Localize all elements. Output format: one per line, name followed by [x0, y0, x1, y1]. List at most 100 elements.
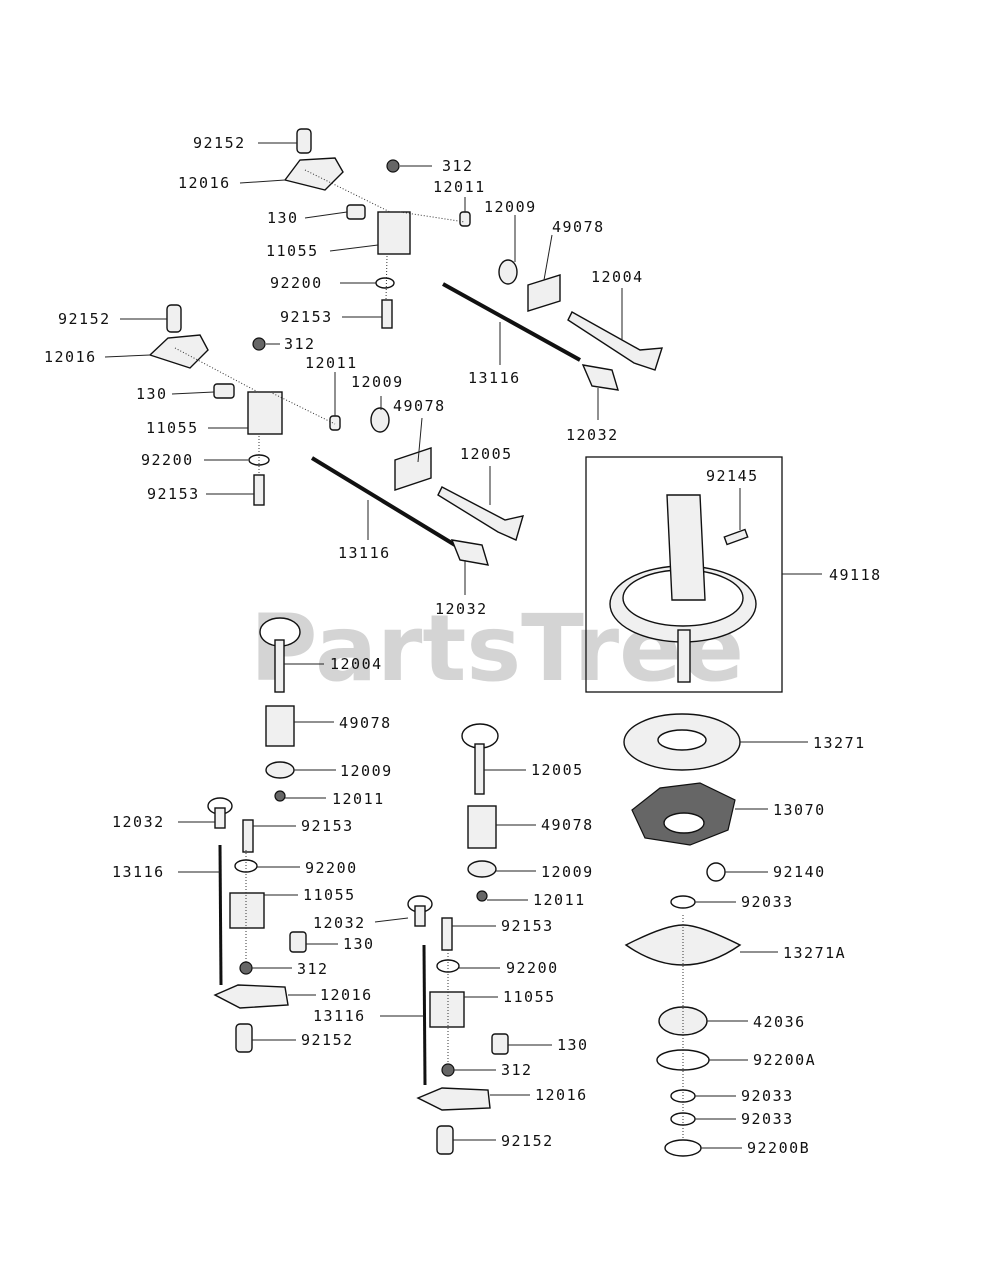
label-92152: 92152: [501, 1132, 554, 1150]
part-12005-a[interactable]: [437, 486, 525, 541]
label-12011: 12011: [533, 891, 586, 909]
rocker-assembly-upper-1: [283, 128, 663, 391]
label-92033: 92033: [741, 893, 794, 911]
part-11055-b[interactable]: [247, 391, 283, 435]
label-12004: 12004: [330, 655, 383, 673]
label-92200B: 92200B: [747, 1139, 810, 1157]
part-12032-a[interactable]: [581, 364, 619, 391]
part-49078-c[interactable]: [265, 705, 295, 747]
part-49078-d[interactable]: [467, 805, 497, 849]
label-49078: 49078: [552, 218, 605, 236]
label-92140: 92140: [773, 863, 826, 881]
label-11055: 11055: [146, 419, 199, 437]
part-12009-a[interactable]: [498, 259, 518, 285]
label-92153: 92153: [501, 917, 554, 935]
part-12009-c[interactable]: [265, 761, 295, 779]
part-12004-a[interactable]: [567, 311, 663, 371]
label-92200: 92200: [305, 859, 358, 877]
label-13271: 13271: [813, 734, 866, 752]
part-labels: 92152 12016 312 12011 130 12009 49078 11…: [44, 134, 880, 1157]
part-92152-d[interactable]: [436, 1125, 454, 1155]
part-49078-a[interactable]: [527, 274, 561, 312]
part-12011-a[interactable]: [459, 211, 471, 227]
part-12032-c-stem: [214, 807, 226, 829]
label-130: 130: [267, 209, 299, 227]
part-12032-b[interactable]: [450, 539, 489, 566]
label-42036: 42036: [753, 1013, 806, 1031]
label-49078: 49078: [339, 714, 392, 732]
label-12032: 12032: [566, 426, 619, 444]
label-92033: 92033: [741, 1110, 794, 1128]
part-130-b[interactable]: [213, 383, 235, 399]
part-12009-b[interactable]: [370, 407, 390, 433]
part-92145[interactable]: [723, 528, 749, 546]
label-12009: 12009: [351, 373, 404, 391]
part-13116-d[interactable]: [422, 944, 427, 1086]
part-12011-c[interactable]: [274, 790, 286, 802]
part-13271-hole: [657, 729, 707, 751]
label-92153: 92153: [147, 485, 200, 503]
part-13116-b[interactable]: [310, 456, 457, 547]
part-312-c[interactable]: [239, 961, 253, 975]
label-92200: 92200: [141, 451, 194, 469]
part-130-a[interactable]: [346, 204, 366, 220]
part-12032-d-stem: [414, 905, 426, 927]
part-13116-a[interactable]: [442, 282, 581, 362]
label-92153: 92153: [280, 308, 333, 326]
part-92200B[interactable]: [664, 1139, 702, 1157]
label-11055: 11055: [266, 242, 319, 260]
lower-middle-assembly: [407, 723, 509, 1155]
label-12016: 12016: [44, 348, 97, 366]
part-12004-b-stem: [274, 639, 285, 693]
label-12016: 12016: [320, 986, 373, 1004]
part-12016-c[interactable]: [213, 984, 289, 1009]
part-49078-b[interactable]: [394, 447, 432, 491]
label-130: 130: [343, 935, 375, 953]
label-12004: 12004: [591, 268, 644, 286]
part-11055-d[interactable]: [429, 991, 465, 1028]
label-13271A: 13271A: [783, 944, 846, 962]
label-12005: 12005: [531, 761, 584, 779]
part-92200-a[interactable]: [375, 277, 395, 289]
leader-lines: [104, 142, 822, 1149]
label-13116: 13116: [112, 863, 165, 881]
part-11055-a[interactable]: [377, 211, 411, 255]
part-92153-b[interactable]: [253, 474, 265, 506]
part-92153-a[interactable]: [381, 299, 393, 329]
label-92152: 92152: [58, 310, 111, 328]
part-130-c[interactable]: [289, 931, 307, 953]
label-13116: 13116: [468, 369, 521, 387]
label-12016: 12016: [178, 174, 231, 192]
label-12009: 12009: [484, 198, 537, 216]
label-92200A: 92200A: [753, 1051, 816, 1069]
label-92153: 92153: [301, 817, 354, 835]
label-312: 312: [284, 335, 316, 353]
part-13116-c[interactable]: [218, 844, 223, 986]
part-12016-b[interactable]: [148, 334, 209, 369]
part-92140[interactable]: [706, 862, 726, 882]
part-12011-b[interactable]: [329, 415, 341, 431]
label-12011: 12011: [332, 790, 385, 808]
label-49078: 49078: [541, 816, 594, 834]
part-11055-c[interactable]: [229, 892, 265, 929]
part-92152-b[interactable]: [166, 304, 182, 333]
part-312-b[interactable]: [252, 337, 266, 351]
label-12032: 12032: [435, 600, 488, 618]
label-13116: 13116: [313, 1007, 366, 1025]
part-312-a[interactable]: [386, 159, 400, 173]
label-11055: 11055: [303, 886, 356, 904]
part-130-d[interactable]: [491, 1033, 509, 1055]
label-92152: 92152: [301, 1031, 354, 1049]
part-92153-c[interactable]: [242, 819, 254, 853]
part-12011-d[interactable]: [476, 890, 488, 902]
part-12009-d[interactable]: [467, 860, 497, 878]
part-92033-a[interactable]: [670, 895, 696, 909]
label-12011: 12011: [433, 178, 486, 196]
part-312-d[interactable]: [441, 1063, 455, 1077]
part-92152-a[interactable]: [296, 128, 312, 154]
camshaft-assembly: [585, 456, 783, 693]
part-92152-c[interactable]: [235, 1023, 253, 1053]
part-92153-d[interactable]: [441, 917, 453, 951]
part-12016-d[interactable]: [416, 1087, 491, 1111]
part-49118[interactable]: [666, 494, 706, 601]
